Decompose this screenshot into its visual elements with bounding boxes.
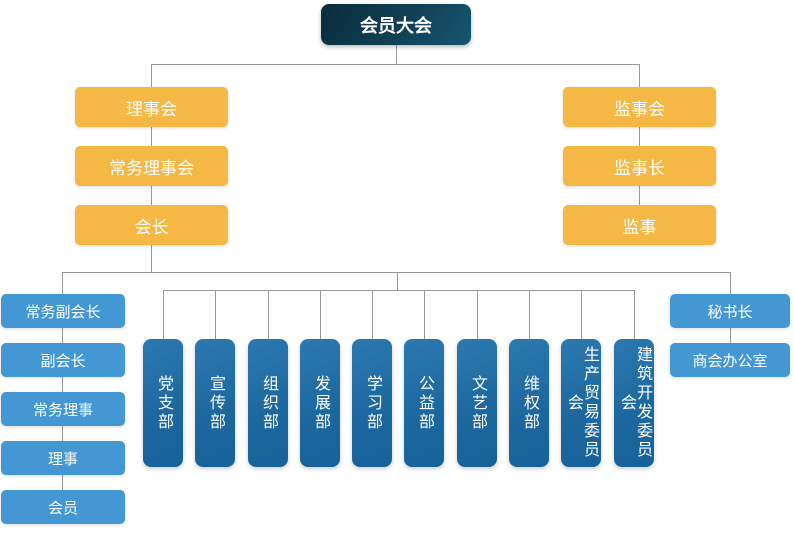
node-label: 宣传部	[207, 374, 224, 432]
node-executive-vice-president: 常务副会长	[1, 294, 125, 328]
node-dept-publicity: 宣传部	[195, 339, 235, 467]
connector-line	[372, 290, 373, 339]
node-standing-council: 常务理事会	[75, 146, 228, 186]
node-vice-president: 副会长	[1, 343, 125, 377]
connector-line	[639, 64, 640, 87]
node-label: 组织部	[260, 374, 277, 432]
connector-line	[215, 290, 216, 339]
node-dept-public-welfare: 公益部	[404, 339, 444, 467]
node-dept-organization: 组织部	[248, 339, 288, 467]
node-dept-rights-protection: 维权部	[509, 339, 549, 467]
node-label: 常务副会长	[25, 303, 101, 321]
node-secretary-general: 秘书长	[670, 294, 790, 328]
connector-line	[62, 377, 63, 392]
connector-line	[151, 64, 640, 65]
connector-line	[639, 186, 640, 205]
node-label: 监事	[622, 217, 657, 237]
node-label: 监事长	[614, 158, 665, 178]
node-label: 常务理事会	[109, 158, 194, 178]
node-label: 理事会	[126, 99, 177, 119]
node-council: 理事会	[75, 87, 228, 127]
node-label: 副会长	[40, 352, 86, 370]
connector-line	[320, 290, 321, 339]
connector-line	[62, 426, 63, 441]
connector-line	[424, 290, 425, 339]
connector-line	[62, 272, 731, 273]
connector-line	[730, 328, 731, 343]
node-label: 会员大会	[360, 15, 432, 36]
node-label: 发展部	[312, 374, 329, 432]
node-director: 理事	[1, 441, 125, 475]
node-member: 会员	[1, 490, 125, 524]
node-chamber-office: 商会办公室	[670, 343, 790, 377]
connector-line	[151, 245, 152, 272]
node-label: 文艺部	[469, 374, 486, 432]
node-label: 理事	[47, 450, 78, 468]
connector-line	[163, 290, 635, 291]
connector-line	[397, 272, 398, 290]
node-executive-director: 常务理事	[1, 392, 125, 426]
connector-line	[730, 272, 731, 294]
node-label: 建筑开发委员会	[618, 346, 651, 460]
connector-line	[62, 475, 63, 490]
node-label: 维权部	[521, 374, 538, 432]
node-label: 学习部	[364, 374, 381, 432]
node-label: 会长	[134, 217, 169, 237]
node-dept-study: 学习部	[352, 339, 392, 467]
node-member-assembly: 会员大会	[321, 4, 471, 45]
connector-line	[639, 127, 640, 146]
node-committee-construction-development: 建筑开发委员会	[614, 339, 654, 467]
connector-line	[151, 64, 152, 87]
node-dept-culture-art: 文艺部	[457, 339, 497, 467]
node-label: 常务理事	[32, 401, 93, 419]
node-label: 公益部	[416, 374, 433, 432]
connector-line	[62, 272, 63, 294]
connector-line	[396, 45, 397, 64]
connector-line	[151, 186, 152, 205]
connector-line	[268, 290, 269, 339]
node-chief-supervisor: 监事长	[563, 146, 716, 186]
node-label: 监事会	[614, 99, 665, 119]
node-label: 党支部	[155, 374, 172, 432]
node-committee-production-trade: 生产贸易委员会	[561, 339, 601, 467]
connector-line	[581, 290, 582, 339]
node-label: 商会办公室	[692, 352, 768, 370]
connector-line	[634, 290, 635, 339]
connector-line	[163, 290, 164, 339]
node-label: 秘书长	[707, 303, 753, 321]
node-supervisory-board: 监事会	[563, 87, 716, 127]
connector-line	[477, 290, 478, 339]
node-president: 会长	[75, 205, 228, 245]
node-dept-development: 发展部	[300, 339, 340, 467]
node-label: 会员	[47, 499, 78, 517]
connector-line	[529, 290, 530, 339]
connector-line	[62, 328, 63, 343]
node-label: 生产贸易委员会	[565, 346, 598, 460]
connector-line	[151, 127, 152, 146]
node-supervisor: 监事	[563, 205, 716, 245]
node-dept-party-branch: 党支部	[143, 339, 183, 467]
